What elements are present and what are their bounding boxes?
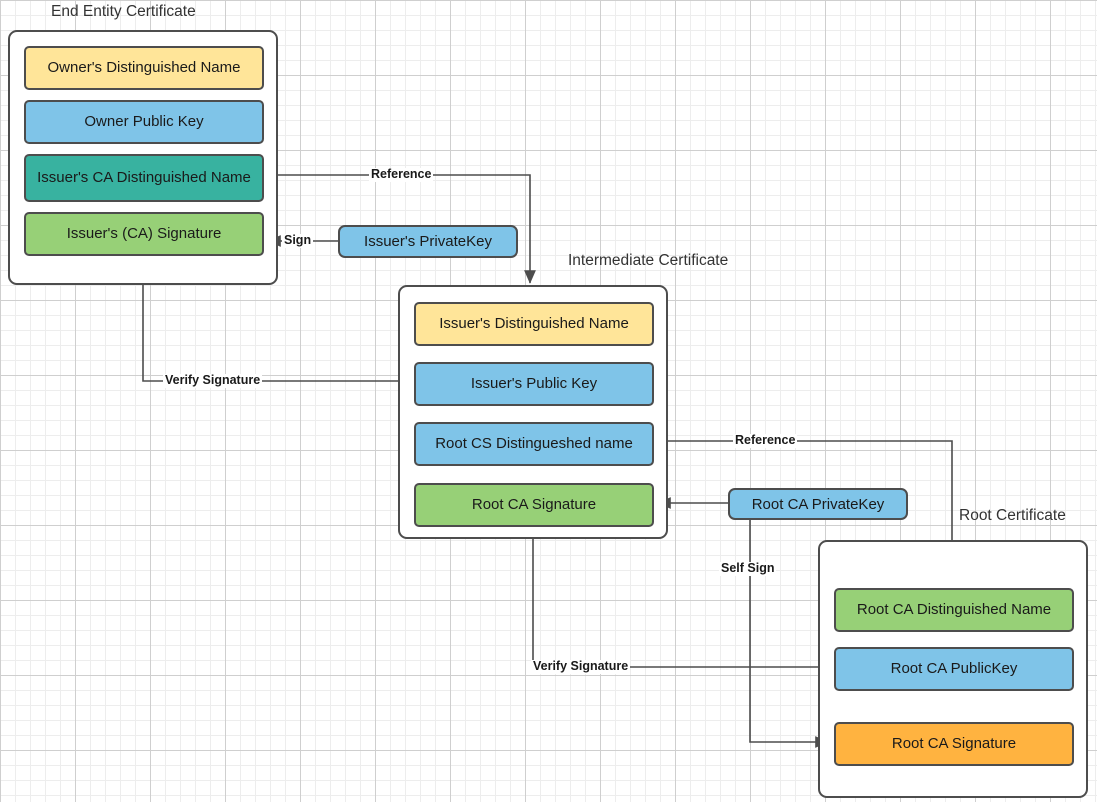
field-root-ca-distinguished-name[interactable]: Root CA Distinguished Name: [834, 588, 1074, 632]
field-root-ca-publickey[interactable]: Root CA PublicKey: [834, 647, 1074, 691]
certificate-root: Root CA Distinguished Name Root CA Publi…: [818, 540, 1088, 798]
certificate-end-entity: Owner's Distinguished Name Owner Public …: [8, 30, 278, 285]
field-issuers-ca-distinguished-name[interactable]: Issuer's CA Distinguished Name: [24, 154, 264, 202]
field-root-ca-signature-intermediate[interactable]: Root CA Signature: [414, 483, 654, 527]
field-root-cs-distingueshed-name[interactable]: Root CS Distingueshed name: [414, 422, 654, 466]
field-issuers-distinguished-name[interactable]: Issuer's Distinguished Name: [414, 302, 654, 346]
field-root-ca-signature-root[interactable]: Root CA Signature: [834, 722, 1074, 766]
edge-label-reference-bottom: Reference: [733, 433, 798, 448]
field-owner-public-key[interactable]: Owner Public Key: [24, 100, 264, 144]
cert-title-root: Root Certificate: [959, 507, 1066, 524]
cert-title-end-entity: End Entity Certificate: [51, 3, 196, 20]
key-root-ca-privatekey[interactable]: Root CA PrivateKey: [728, 488, 908, 520]
edge-label-verify-top: Verify Signature: [163, 373, 263, 388]
edge-label-reference-top: Reference: [369, 167, 434, 182]
field-owners-distinguished-name[interactable]: Owner's Distinguished Name: [24, 46, 264, 90]
field-issuers-ca-signature[interactable]: Issuer's (CA) Signature: [24, 212, 264, 256]
edge-label-self-sign: Self Sign: [719, 561, 777, 576]
key-issuers-privatekey[interactable]: Issuer's PrivateKey: [338, 225, 518, 258]
edge-label-verify-bottom: Verify Signature: [531, 659, 631, 674]
edge-self-sign: [749, 520, 829, 748]
field-issuers-public-key[interactable]: Issuer's Public Key: [414, 362, 654, 406]
edge-label-sign-top: Sign: [282, 233, 314, 248]
edge-verify-bottom: [527, 523, 833, 668]
cert-title-intermediate: Intermediate Certificate: [568, 252, 729, 269]
certificate-intermediate: Issuer's Distinguished Name Issuer's Pub…: [398, 285, 668, 539]
